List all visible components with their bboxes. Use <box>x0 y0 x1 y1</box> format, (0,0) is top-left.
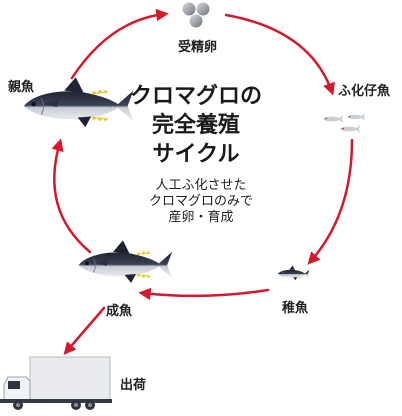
adult-tuna-icon <box>78 239 173 284</box>
eggs-icon <box>182 2 210 28</box>
larvae-icon <box>323 113 365 133</box>
title-line-3: サイクル <box>152 142 240 167</box>
arrow-hatch-to-juvenile <box>307 138 354 265</box>
arrow-adult-to-parent <box>51 138 92 254</box>
label-adult: 成魚 <box>106 304 133 319</box>
label-parent: 親魚 <box>8 80 35 95</box>
arrow-parent-to-eggs <box>70 8 169 80</box>
label-juvenile: 稚魚 <box>282 301 309 316</box>
note-line-1: 人工ふ化させた <box>155 178 247 193</box>
label-eggs: 受精卵 <box>178 40 218 55</box>
diagram-title: クロマグロの 完全養殖 サイクル <box>96 82 296 169</box>
note-line-3: 産卵・育成 <box>168 210 234 225</box>
label-shipping: 出荷 <box>120 378 147 393</box>
juvenile-tuna-icon <box>277 265 310 281</box>
note-line-2: クロマグロのみで <box>148 194 253 209</box>
cycle-arrows <box>51 8 354 355</box>
arrow-adult-to-shipping <box>63 306 106 355</box>
title-line-1: クロマグロの <box>129 84 262 109</box>
title-line-2: 完全養殖 <box>151 113 240 138</box>
arrow-eggs-to-hatch <box>224 13 335 96</box>
arrow-juvenile-to-adult <box>138 287 270 301</box>
label-hatch: ふ化仔魚 <box>338 84 391 99</box>
diagram-note: 人工ふ化させた クロマグロのみで 産卵・育成 <box>126 178 276 226</box>
truck-icon <box>0 356 112 410</box>
